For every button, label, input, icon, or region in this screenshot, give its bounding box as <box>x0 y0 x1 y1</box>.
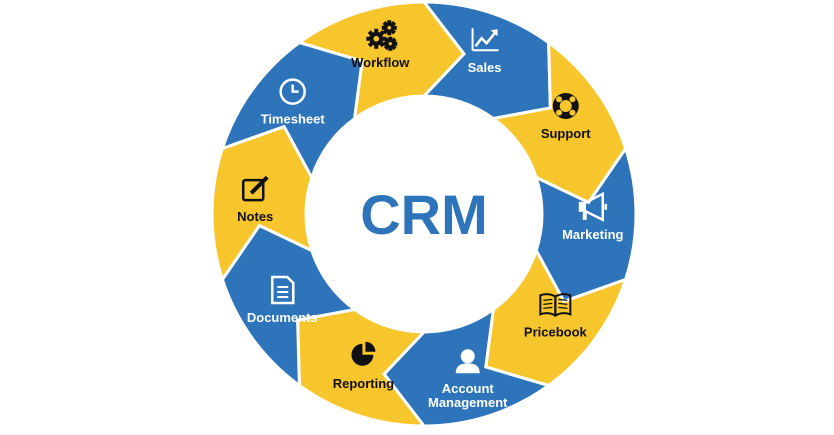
trend-chart-icon <box>471 28 499 52</box>
gears-icon <box>366 20 398 51</box>
segments-layer: SalesSupportMarketingPricebookAccountMan… <box>210 0 638 428</box>
user-icon <box>455 349 480 374</box>
megaphone-icon <box>578 191 608 222</box>
open-book-icon <box>539 293 572 317</box>
segment-label: Support <box>541 126 591 141</box>
center-title: CRM <box>360 183 488 246</box>
segment-label: Marketing <box>562 227 623 242</box>
clock-icon <box>279 78 306 105</box>
segment-label-line2: Management <box>428 395 508 410</box>
segment-label: Notes <box>237 209 273 224</box>
center-circle <box>306 96 542 332</box>
segment-label: Pricebook <box>524 324 588 339</box>
edit-note-icon <box>241 175 269 202</box>
segment-label: Workflow <box>351 55 410 70</box>
document-icon <box>271 275 295 305</box>
segment-label: Sales <box>468 60 502 75</box>
lifebuoy-icon <box>552 92 579 119</box>
pie-chart-icon <box>351 341 376 366</box>
segment-label: Timesheet <box>261 112 326 127</box>
segment-label: Reporting <box>333 376 394 391</box>
segment-label: Documents <box>247 310 318 325</box>
segment-label: Account <box>442 381 495 396</box>
